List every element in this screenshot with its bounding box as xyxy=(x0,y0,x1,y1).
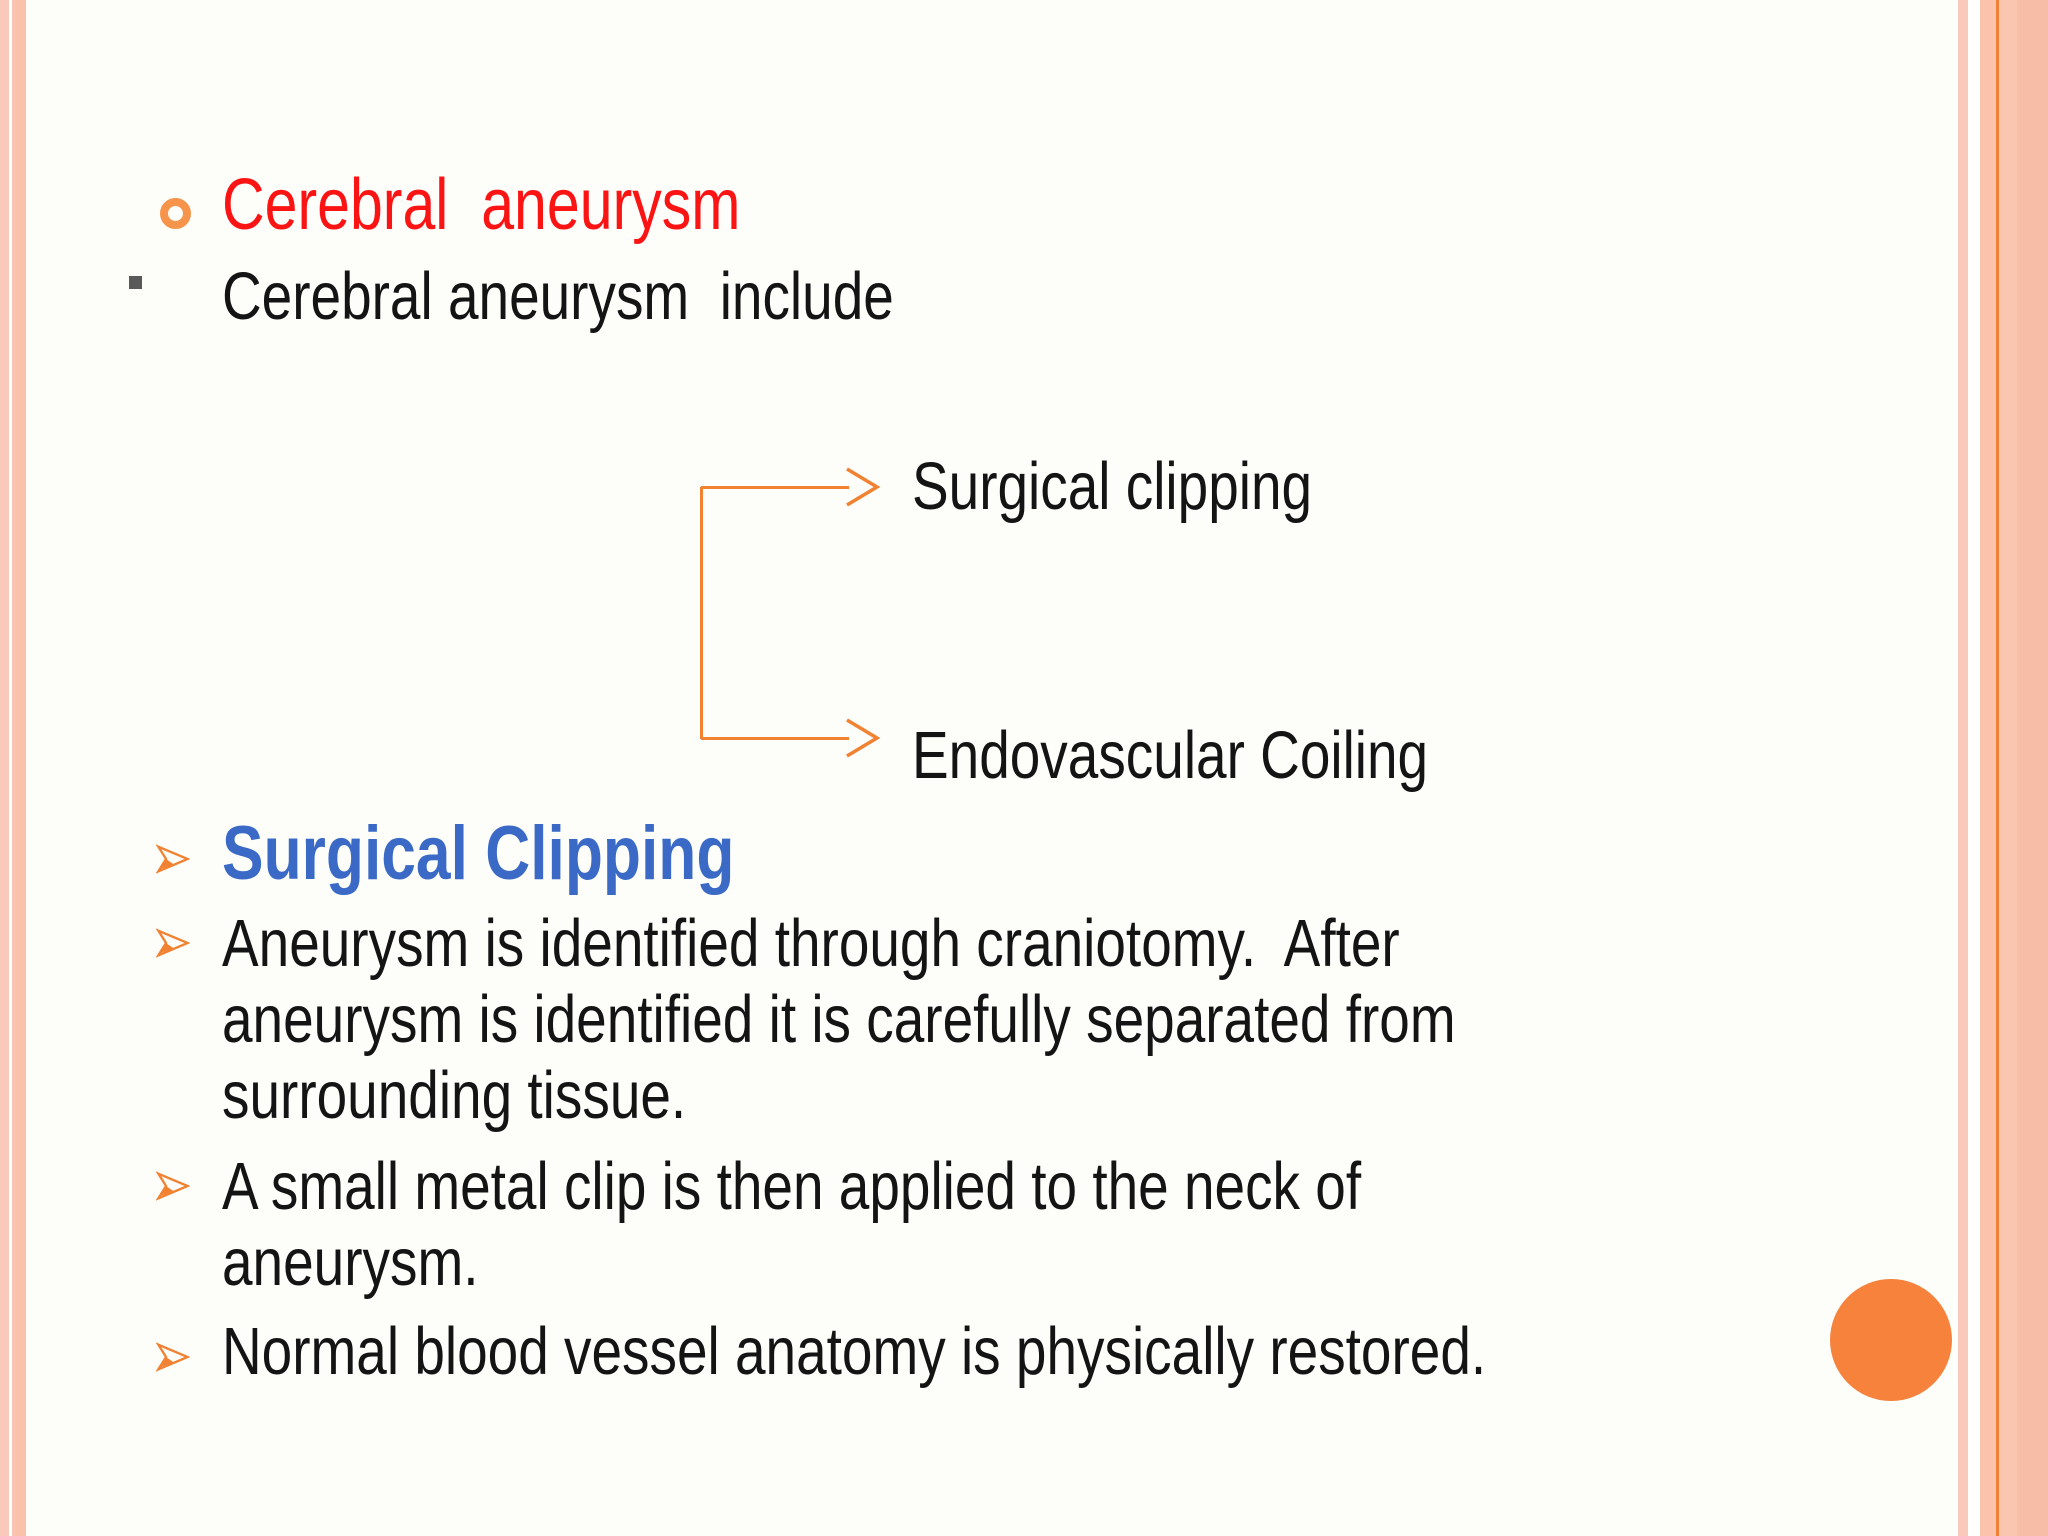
slide-title: Cerebral aneurysm xyxy=(222,169,854,241)
diagram-vertical-line xyxy=(700,487,703,739)
bullet-line: Normal blood vessel anatomy is physicall… xyxy=(222,1314,1764,1390)
slide-subtitle: Cerebral aneurysm include xyxy=(222,263,1041,330)
diagram-branch-2-text: Endovascular Coiling xyxy=(912,718,1429,793)
slide-subtitle-text: Cerebral aneurysm include xyxy=(222,259,894,334)
decorative-circle xyxy=(1830,1279,1952,1401)
diagram-top-arrow-line xyxy=(701,486,849,489)
bullet-paragraph: Normal blood vessel anatomy is physicall… xyxy=(222,1314,1764,1390)
square-bullet-icon xyxy=(129,276,142,289)
right-border-stripe xyxy=(1999,0,2017,1536)
arrow-bullet-icon xyxy=(156,844,190,874)
bullet-paragraph: A small metal clip is then applied to th… xyxy=(222,1149,1611,1301)
bullet-line-text: aneurysm. xyxy=(222,1225,479,1300)
right-border-stripe xyxy=(1958,0,1968,1536)
ring-bullet-icon xyxy=(160,198,191,229)
bullet-line: A small metal clip is then applied to th… xyxy=(222,1149,1611,1225)
arrow-bullet-icon xyxy=(156,1342,190,1372)
bullet-line-text: aneurysm is identified it is carefully s… xyxy=(222,982,1456,1057)
right-border-stripe xyxy=(1980,0,1996,1536)
bullet-line: aneurysm is identified it is carefully s… xyxy=(222,982,1726,1058)
bullet-line: aneurysm. xyxy=(222,1225,1611,1301)
arrow-bullet-icon xyxy=(156,1171,190,1201)
section-heading: Surgical Clipping xyxy=(222,816,847,892)
slide-title-text: Cerebral aneurysm xyxy=(222,165,741,245)
left-border-stripe xyxy=(0,0,9,1536)
left-border-stripe xyxy=(16,0,26,1536)
bullet-line-text: Normal blood vessel anatomy is physicall… xyxy=(222,1314,1487,1389)
right-border-stripe xyxy=(1968,0,1980,1536)
left-border-stripe xyxy=(9,0,12,1536)
diagram-branch-1-text: Surgical clipping xyxy=(912,449,1313,524)
arrow-bullet-icon xyxy=(156,928,190,958)
right-arrowhead-icon xyxy=(846,467,881,507)
diagram-bottom-arrow-line xyxy=(701,737,849,740)
bullet-line-text: Aneurysm is identified through craniotom… xyxy=(222,906,1400,981)
section-heading-text: Surgical Clipping xyxy=(222,811,735,896)
right-border-stripe xyxy=(2017,0,2048,1536)
right-arrowhead-icon xyxy=(846,718,881,758)
bullet-line: surrounding tissue. xyxy=(222,1058,1726,1134)
bullet-paragraph: Aneurysm is identified through craniotom… xyxy=(222,906,1726,1134)
right-border-orange-line xyxy=(1996,0,1999,1536)
left-border-stripe xyxy=(12,0,16,1536)
bullet-line-text: A small metal clip is then applied to th… xyxy=(222,1149,1362,1224)
bullet-line: Aneurysm is identified through craniotom… xyxy=(222,906,1726,982)
bullet-line-text: surrounding tissue. xyxy=(222,1058,687,1133)
diagram-branch-1: Surgical clipping xyxy=(912,453,1400,520)
diagram-branch-2: Endovascular Coiling xyxy=(912,722,1541,789)
